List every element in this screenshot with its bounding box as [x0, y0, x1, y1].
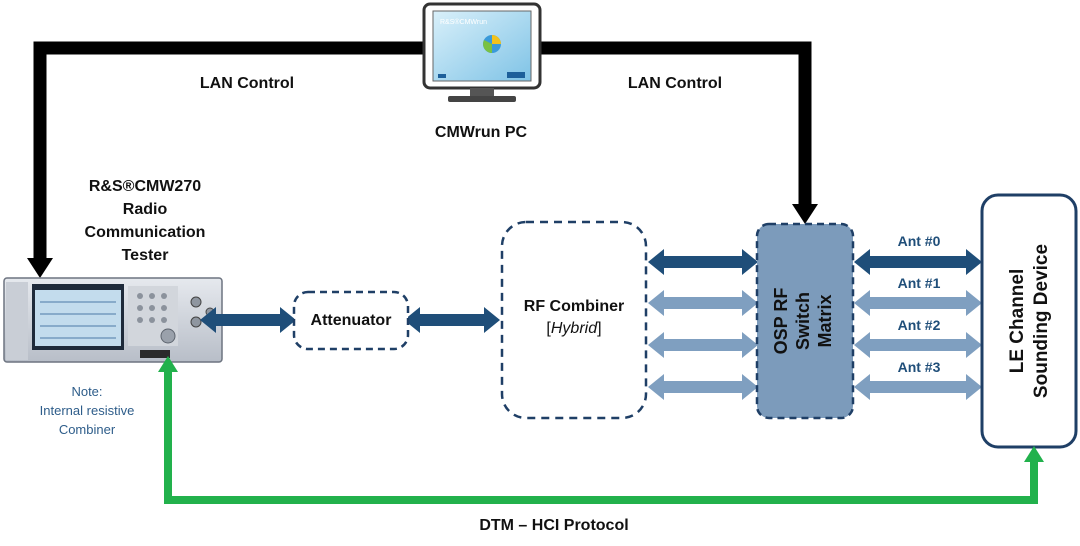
tester-label-line1: R&S®CMW270: [89, 178, 201, 195]
osp-switch-matrix-box: [755, 222, 855, 420]
rf-combiner-hybrid-label: [Hybrid]: [546, 320, 601, 337]
monitor-brand-text: R&S®CMWrun: [440, 18, 487, 26]
monitor-icon: R&S®CMWrun: [422, 2, 542, 102]
combiner-osp-link-3: [648, 374, 758, 400]
note-line3: Combiner: [59, 422, 116, 437]
osp-label-line3: Matrix: [815, 294, 835, 347]
rf-link-tester-attenuator: [200, 307, 296, 333]
tester-label-line4: Tester: [122, 247, 169, 264]
le-label-line1: LE Channel: [1007, 269, 1028, 374]
osp-label-group: OSP RF Switch Matrix: [771, 288, 835, 355]
le-device-box: [980, 193, 1078, 449]
antenna-link-3: [854, 374, 982, 400]
hci-protocol-label: DTM – HCI Protocol: [479, 517, 628, 534]
antenna-link-2: [854, 332, 982, 358]
lan-control-right-line: [540, 41, 818, 224]
lan-control-right-label: LAN Control: [628, 75, 722, 92]
combiner-osp-link-0: [648, 249, 758, 275]
hci-protocol-line: [158, 356, 1044, 504]
ant0-label: Ant #0: [898, 233, 941, 249]
ant3-label: Ant #3: [898, 359, 941, 375]
attenuator-label: Attenuator: [311, 312, 392, 329]
antenna-link-1: [854, 290, 982, 316]
combiner-osp-link-1: [648, 290, 758, 316]
antenna-link-0: [854, 249, 982, 275]
rf-link-attenuator-combiner: [404, 307, 500, 333]
instrument-icon: [3, 277, 223, 363]
ant1-label: Ant #1: [898, 275, 941, 291]
tester-label-line2: Radio: [123, 201, 168, 218]
rf-combiner-box: [500, 220, 648, 420]
combiner-osp-link-2: [648, 332, 758, 358]
rf-combiner-label: RF Combiner: [524, 298, 624, 315]
lan-control-left-label: LAN Control: [200, 75, 294, 92]
note-line1: Note:: [71, 384, 102, 399]
ant2-label: Ant #2: [898, 317, 941, 333]
osp-label-line1: OSP RF: [771, 288, 791, 355]
le-label-group: LE Channel Sounding Device: [1007, 244, 1052, 398]
lan-control-left-line: [27, 41, 425, 278]
osp-label-line2: Switch: [793, 292, 813, 350]
note-line2: Internal resistive: [40, 403, 135, 418]
attenuator-box: [292, 290, 410, 351]
pc-label: CMWrun PC: [435, 124, 528, 141]
hybrid-text: Hybrid: [551, 320, 598, 337]
le-label-line2: Sounding Device: [1031, 244, 1052, 398]
tester-label-line3: Communication: [85, 224, 206, 241]
